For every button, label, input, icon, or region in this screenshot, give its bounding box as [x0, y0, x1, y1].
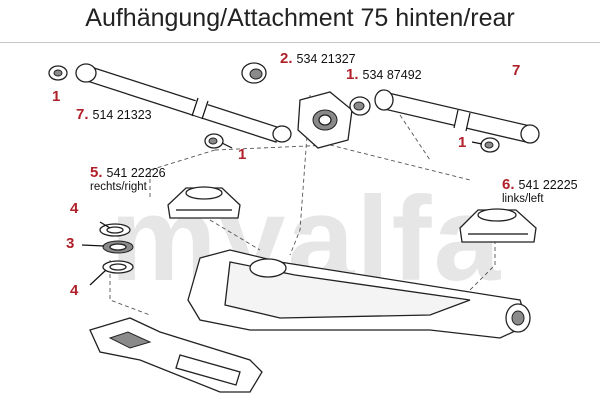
bushing-top-left — [48, 65, 68, 81]
side-note: links/left — [502, 193, 544, 205]
title-divider — [0, 42, 600, 43]
rear-axle-a-arm — [187, 249, 531, 339]
callout-5: 5.541 22226 rechts/right — [90, 164, 166, 194]
callout-6: 6.541 22225 links/left — [502, 176, 578, 206]
side-note: rechts/right — [90, 181, 147, 193]
callout-2: 2.534 21327 — [280, 50, 356, 67]
part-number: 514 21323 — [92, 108, 152, 122]
callout-number: 1 — [52, 88, 61, 105]
part-number: 541 22226 — [106, 166, 166, 180]
callout-number: 7 — [512, 62, 521, 79]
callout-4-bottom: 4 — [70, 282, 79, 299]
callout-number: 3 — [66, 235, 75, 252]
callout-number: 6. — [502, 176, 515, 193]
bushing-bracket — [241, 62, 353, 149]
callout-7-right: 7 — [512, 62, 521, 79]
bushing-mid — [204, 133, 224, 149]
callout-number: 5. — [90, 164, 103, 181]
bushing-right-inner — [349, 96, 371, 116]
callout-number: 4 — [70, 282, 79, 299]
callout-1-mid: 1 — [238, 146, 247, 163]
diagram-title: Aufhängung/Attachment 75 hinten/rear — [85, 4, 515, 32]
callout-number: 7. — [76, 106, 89, 123]
callout-4-top: 4 — [70, 200, 79, 217]
callout-1-far-right: 1 — [458, 134, 467, 151]
left-trailing-rod — [75, 63, 292, 143]
subframe-crossmember — [89, 317, 263, 393]
callout-number: 1 — [238, 146, 247, 163]
right-trailing-rod — [374, 89, 540, 144]
assembly-guide-lines — [109, 94, 496, 316]
bushing-far-right — [480, 137, 500, 153]
spring-pad-right — [167, 186, 241, 219]
leader-lines — [81, 141, 483, 286]
callout-1-right: 1.534 87492 — [346, 66, 422, 83]
callout-number: 4 — [70, 200, 79, 217]
callout-number: 2. — [280, 50, 293, 67]
callout-7-left: 7.514 21323 — [76, 106, 152, 123]
part-number: 541 22225 — [518, 178, 578, 192]
callout-3: 3 — [66, 235, 75, 252]
callout-number: 1 — [458, 134, 467, 151]
washer-stack — [99, 223, 134, 274]
callout-1-top-left: 1 — [52, 88, 61, 105]
part-number: 534 21327 — [296, 52, 356, 66]
callout-number: 1. — [346, 66, 359, 83]
part-number: 534 87492 — [362, 68, 422, 82]
spring-pad-left — [459, 208, 537, 243]
